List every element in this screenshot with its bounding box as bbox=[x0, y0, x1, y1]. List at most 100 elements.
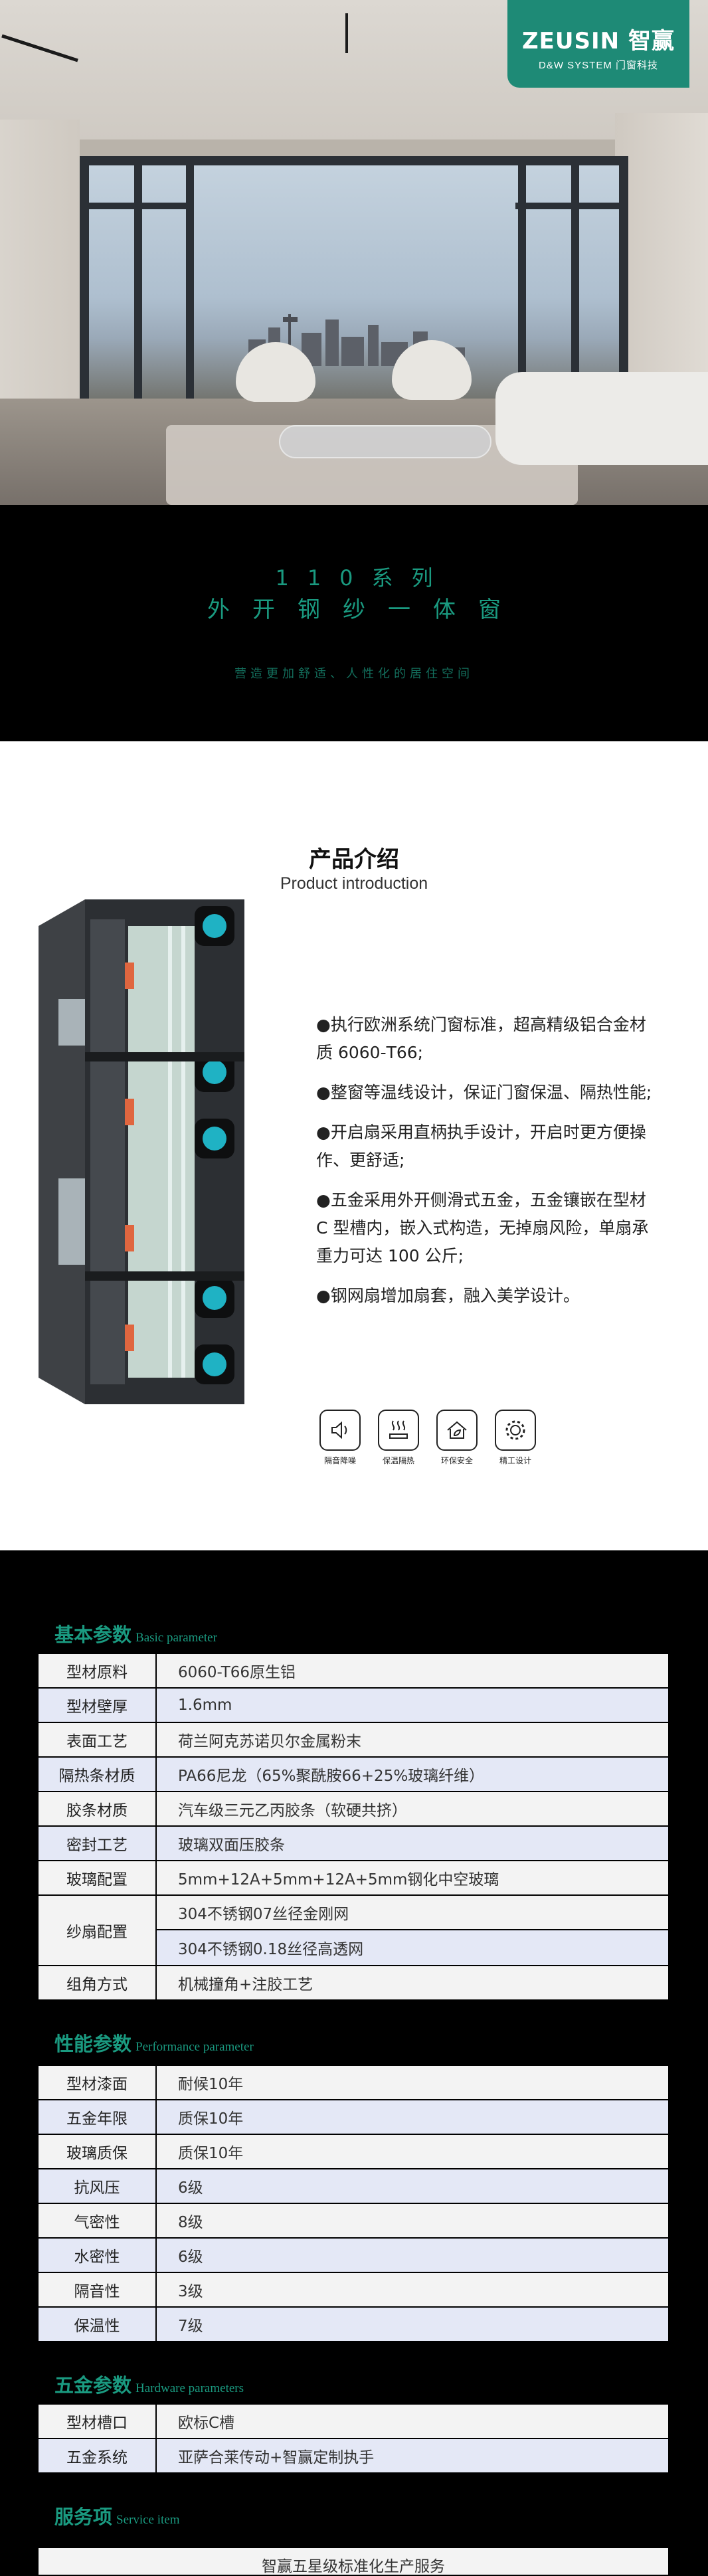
param-value: 质保10年 bbox=[157, 2100, 668, 2134]
section-title: 五金参数 bbox=[54, 2374, 132, 2397]
feature-item: ●钢网扇增加扇套，融入美学设计。 bbox=[316, 1286, 580, 1305]
series-banner: 110系列 外开钢纱一体窗 营造更加舒适、人性化的居住空间 bbox=[0, 505, 708, 741]
param-value: 8级 bbox=[157, 2204, 668, 2237]
param-key: 表面工艺 bbox=[39, 1723, 157, 1756]
param-value: 汽车级三元乙丙胶条（软硬共挤） bbox=[157, 1792, 668, 1825]
feature-icon-item: 环保安全 bbox=[433, 1410, 481, 1466]
param-value: 荷兰阿克苏诺贝尔金属粉末 bbox=[157, 1723, 668, 1756]
table-row: 密封工艺玻璃双面压胶条 bbox=[39, 1827, 668, 1861]
param-key: 型材原料 bbox=[39, 1654, 157, 1687]
product-introduction: 产品介绍 Product introduction ●执行欧洲系统门窗标准，超高… bbox=[0, 741, 708, 1550]
service-row: 智赢五星级标准化生产服务 bbox=[39, 2548, 668, 2575]
param-key: 型材槽口 bbox=[39, 2405, 157, 2438]
param-key: 纱扇配置 bbox=[39, 1896, 157, 1965]
slogan: 营造更加舒适、人性化的居住空间 bbox=[234, 667, 474, 681]
table-row: 胶条材质汽车级三元乙丙胶条（软硬共挤） bbox=[39, 1792, 668, 1827]
feature-icon-label: 精工设计 bbox=[499, 1456, 531, 1465]
brand-logo: ZEUSIN 智赢 D&W SYSTEM 门窗科技 bbox=[507, 0, 689, 88]
intro-subtitle: Product introduction bbox=[280, 874, 428, 893]
feature-icons: 隔音降噪 保温隔热 环保安全 精工设计 bbox=[316, 1410, 582, 1469]
param-value: 5mm+12A+5mm+12A+5mm钢化中空玻璃 bbox=[157, 1861, 668, 1894]
feature-icon-label: 隔音降噪 bbox=[323, 1456, 356, 1465]
skyline bbox=[89, 313, 619, 366]
param-key: 型材壁厚 bbox=[39, 1689, 157, 1722]
armchair-right bbox=[392, 340, 472, 400]
param-value: 6060-T66原生铝 bbox=[157, 1654, 668, 1687]
param-value: 欧标C槽 bbox=[157, 2405, 668, 2438]
product-name: 外开钢纱一体窗 bbox=[207, 597, 523, 623]
city-view bbox=[89, 165, 619, 406]
param-key: 组角方式 bbox=[39, 1966, 157, 1999]
param-key: 型材漆面 bbox=[39, 2066, 157, 2099]
table-row: 表面工艺荷兰阿克苏诺贝尔金属粉末 bbox=[39, 1723, 668, 1758]
feature-icon-item: 精工设计 bbox=[491, 1410, 539, 1466]
feature-list: ●执行欧洲系统门窗标准，超高精级铝合金材质 6060-T66; ●整窗等温线设计… bbox=[316, 1011, 662, 1322]
section-title: 服务项 bbox=[54, 2506, 113, 2528]
section-title-en: Service item bbox=[116, 2513, 180, 2527]
table-row: 五金年限质保10年 bbox=[39, 2100, 668, 2135]
param-value: 304不锈钢0.18丝径高透网 bbox=[157, 1930, 668, 1965]
param-value: 3级 bbox=[157, 2273, 668, 2306]
gear-icon bbox=[495, 1410, 536, 1451]
eco-home-icon bbox=[436, 1410, 478, 1451]
section-title: 性能参数 bbox=[54, 2033, 132, 2055]
table-row: 型材槽口欧标C槽 bbox=[39, 2405, 668, 2439]
coffee-table bbox=[279, 425, 491, 458]
feature-icon-label: 保温隔热 bbox=[382, 1456, 414, 1465]
param-key: 隔音性 bbox=[39, 2273, 157, 2306]
feature-icon-item: 隔音降噪 bbox=[316, 1410, 364, 1466]
section-title: 基本参数 bbox=[54, 1623, 132, 1646]
feature-item: ●开启扇采用直柄执手设计，开启时更方便操作、更舒适; bbox=[316, 1123, 646, 1170]
section-title-en: Hardware parameters bbox=[135, 2381, 244, 2395]
param-value: 耐候10年 bbox=[157, 2066, 668, 2099]
feature-item: ●五金采用外开侧滑式五金，五金镶嵌在型材 C 型槽内，嵌入式构造，无掉扇风险，单… bbox=[316, 1190, 649, 1265]
param-value: 机械撞角+注胶工艺 bbox=[157, 1966, 668, 1999]
feature-icon-item: 保温隔热 bbox=[375, 1410, 422, 1466]
table-row: 玻璃质保质保10年 bbox=[39, 2135, 668, 2169]
param-key: 抗风压 bbox=[39, 2169, 157, 2203]
hero-banner: ZEUSIN 智赢 D&W SYSTEM 门窗科技 bbox=[0, 0, 708, 505]
soundproof-icon bbox=[319, 1410, 361, 1451]
hardware-parameter-table: 型材槽口欧标C槽 五金系统亚萨合莱传动+智赢定制执手 bbox=[39, 2405, 668, 2474]
table-row-split: 纱扇配置 304不锈钢07丝径金刚网 304不锈钢0.18丝径高透网 bbox=[39, 1896, 668, 1966]
feature-icon-label: 环保安全 bbox=[440, 1456, 473, 1465]
param-value: 7级 bbox=[157, 2308, 668, 2341]
section-title-en: Performance parameter bbox=[135, 2040, 254, 2054]
section-title-en: Basic parameter bbox=[135, 1631, 217, 1645]
insulation-icon bbox=[378, 1410, 419, 1451]
param-key: 水密性 bbox=[39, 2239, 157, 2272]
param-key: 五金系统 bbox=[39, 2439, 157, 2472]
sofa bbox=[495, 372, 708, 465]
brand-name: ZEUSIN 智赢 bbox=[522, 28, 675, 54]
intro-title: 产品介绍 bbox=[309, 846, 399, 873]
param-value: 6级 bbox=[157, 2239, 668, 2272]
param-value: 质保10年 bbox=[157, 2135, 668, 2168]
param-key: 保温性 bbox=[39, 2308, 157, 2341]
param-value: 304不锈钢07丝径金刚网 bbox=[157, 1896, 668, 1930]
param-value: 玻璃双面压胶条 bbox=[157, 1827, 668, 1860]
param-key: 玻璃配置 bbox=[39, 1861, 157, 1894]
window-profile-illustration bbox=[39, 899, 244, 1404]
param-value: 亚萨合莱传动+智赢定制执手 bbox=[157, 2439, 668, 2472]
table-row: 型材漆面耐候10年 bbox=[39, 2066, 668, 2100]
ceiling-spot bbox=[345, 13, 348, 53]
param-key: 五金年限 bbox=[39, 2100, 157, 2134]
param-key: 胶条材质 bbox=[39, 1792, 157, 1825]
table-row: 五金系统亚萨合莱传动+智赢定制执手 bbox=[39, 2439, 668, 2474]
series-name: 110系列 bbox=[275, 565, 452, 591]
